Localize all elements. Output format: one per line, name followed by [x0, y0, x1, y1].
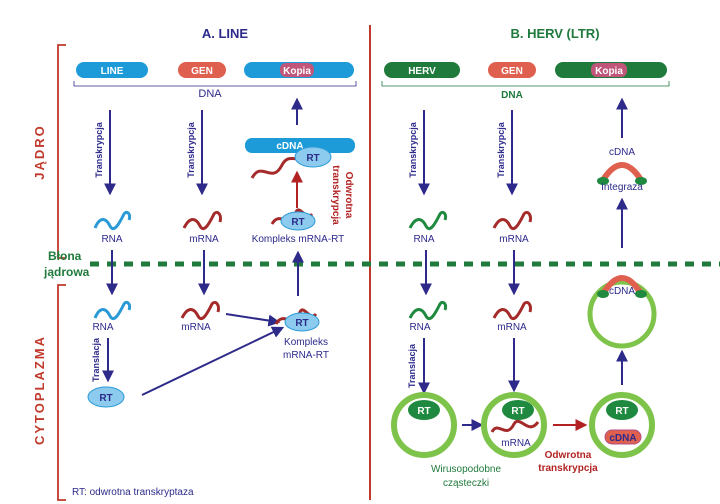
- herv-odwrotna-label-1: Odwrotna: [545, 450, 592, 461]
- herv-mrna-cytoplasm: [492, 300, 532, 321]
- herv-translation-label: Translacja: [407, 343, 417, 388]
- line-odwrotna-label: Odwrotna: [343, 172, 354, 219]
- line-transcription-label-1: Transkrypcja: [94, 121, 104, 178]
- herv-particle-2-mrna: [490, 419, 540, 433]
- line-dna-box-gen-label: GEN: [191, 66, 213, 77]
- herv-ltr-left-top: [597, 177, 609, 185]
- line-rt-protein-label: RT: [99, 393, 112, 404]
- herv-transcription-label-1: Transkrypcja: [408, 121, 418, 178]
- nucleus-bracket: [57, 44, 66, 259]
- line-cdna-bar: [245, 138, 355, 153]
- footnote: RT: odwrotna transkryptaza: [72, 487, 194, 498]
- line-complex-rt-nucleus-label: RT: [291, 217, 304, 228]
- membrane-label-1: Błona: [48, 249, 82, 263]
- herv-mrna-cyto-label: mRNA: [497, 322, 527, 333]
- line-translation-label: Translacja: [91, 337, 101, 382]
- membrane-label-2: jądrowa: [43, 265, 90, 279]
- line-mrna-cytoplasm: [180, 300, 220, 321]
- line-dna-box-gen: [178, 62, 226, 78]
- line-complex-rt-cyto-label: RT: [295, 318, 308, 329]
- line-complex-cyto-label-1: Kompleks: [284, 337, 328, 348]
- herv-particle-2-rt: [502, 400, 534, 420]
- herv-dna-box-herv-label: HERV: [408, 66, 436, 77]
- cytoplasm-label: CYTOPLAZMA: [32, 335, 47, 445]
- herv-cdna-ring: [587, 279, 657, 349]
- line-rt-on-cdna-label: RT: [306, 153, 319, 164]
- herv-particle-3-cdna-label: cDNA: [609, 433, 636, 444]
- line-dna-box-kopia-label: Kopia: [283, 66, 311, 77]
- herv-particles-label-2: cząsteczki: [443, 478, 489, 489]
- line-complex-rt-nucleus: [280, 211, 316, 231]
- herv-rna-cytoplasm: [408, 300, 447, 321]
- line-rt-to-complex-arrow: [141, 326, 285, 396]
- herv-particle-3-rt: [606, 400, 638, 420]
- herv-ltr-left-ring: [597, 290, 609, 298]
- line-dna-label: DNA: [198, 88, 222, 100]
- line-complex-cyto-label-2: mRNA-RT: [283, 350, 329, 361]
- line-dna-box-line: [76, 62, 148, 78]
- line-rt-on-cdna: [294, 146, 332, 168]
- line-complex-rt-cytoplasm: [284, 312, 320, 332]
- herv-section-title: B. HERV (LTR): [510, 26, 599, 41]
- herv-cdna-top-label: cDNA: [609, 147, 635, 158]
- herv-ltr-right-top: [635, 177, 647, 185]
- herv-transcription-label-2: Transkrypcja: [496, 121, 506, 178]
- herv-dna-box-gen: [488, 62, 536, 78]
- herv-rna-label: RNA: [413, 234, 434, 245]
- line-rna-cyto-label: RNA: [92, 322, 113, 333]
- herv-odwrotna-label-2: transkrypcja: [538, 463, 598, 474]
- herv-particle-3-rt-label: RT: [615, 406, 628, 417]
- line-rt-protein: [87, 386, 125, 408]
- herv-integraza-label: Integraza: [601, 182, 643, 193]
- herv-mrna-nucleus: [492, 210, 532, 231]
- herv-cdna-ring-label: cDNA: [609, 286, 635, 297]
- herv-dna-bracket: [381, 81, 670, 87]
- line-cdna-label: cDNA: [276, 141, 303, 152]
- herv-dna-box-kopia-label: Kopia: [595, 66, 623, 77]
- line-kopia-highlight: [280, 63, 314, 77]
- herv-mrna-label: mRNA: [499, 234, 529, 245]
- line-mrna-cyto-label: mRNA: [181, 322, 211, 333]
- line-complex-label: Kompleks mRNA-RT: [252, 234, 345, 245]
- herv-cdna-arc-ring: [600, 275, 644, 296]
- herv-particle-1: [391, 392, 457, 458]
- line-rna-cytoplasm: [93, 300, 131, 321]
- herv-particle-2-mrna-label: mRNA: [501, 438, 531, 449]
- herv-particle-3: [589, 392, 655, 458]
- line-section-title: A. LINE: [202, 26, 249, 41]
- herv-kopia-highlight: [591, 63, 627, 77]
- line-rna-label: RNA: [101, 234, 122, 245]
- line-dna-bracket: [73, 81, 357, 87]
- cytoplasm-bracket: [57, 284, 66, 501]
- herv-dna-label: DNA: [501, 90, 523, 101]
- herv-dna-box-gen-label: GEN: [501, 66, 523, 77]
- nucleus-label: JĄDRO: [32, 124, 47, 180]
- line-rna-nucleus: [93, 210, 131, 231]
- line-dna-box-line-label: LINE: [101, 66, 124, 77]
- line-transcription-label-2: Transkrypcja: [186, 121, 196, 178]
- herv-cdna-arc-top: [600, 162, 644, 182]
- herv-particle-2-rt-label: RT: [511, 406, 524, 417]
- herv-particle-3-cdna: [604, 429, 642, 445]
- line-mrna-nucleus: [182, 210, 222, 231]
- herv-particle-2: [481, 392, 547, 458]
- herv-particles-label-1: Wirusopodobne: [431, 464, 501, 475]
- herv-dna-box-herv: [384, 62, 460, 78]
- herv-particle-1-rt-label: RT: [417, 406, 430, 417]
- herv-rna-cyto-label: RNA: [409, 322, 430, 333]
- herv-rna-nucleus: [408, 210, 447, 231]
- line-mrna-to-complex-arrow: [225, 313, 281, 327]
- line-mrna-label: mRNA: [189, 234, 219, 245]
- herv-particle-1-rt: [408, 400, 440, 420]
- herv-ltr-right-ring: [635, 290, 647, 298]
- line-transkrypcja-red-label: transkrypcja: [330, 165, 341, 225]
